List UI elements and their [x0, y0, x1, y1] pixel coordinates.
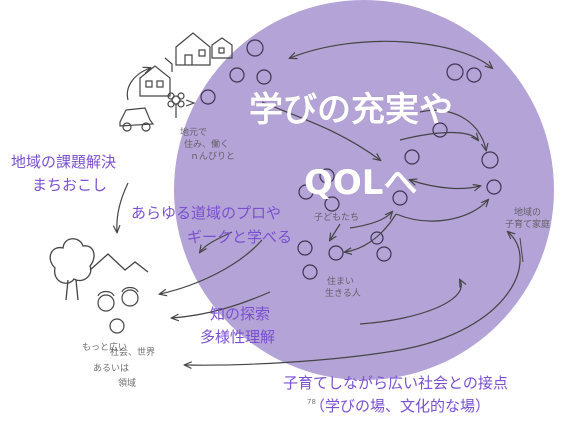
page-number: 78: [307, 398, 316, 406]
note-seniors-1: 住まい: [327, 277, 355, 287]
note-local-family-2: 子育て家庭: [505, 220, 551, 230]
label-knowledge-1: 知の探索: [210, 305, 271, 323]
label-experts-2: ギークと学べる: [187, 228, 293, 246]
note-local-work-1: 地元で: [180, 128, 208, 138]
note-kids: 子どもたち: [314, 213, 360, 223]
note-wider-world-4: 領域: [118, 379, 137, 389]
note-seniors-2: 生きる人: [325, 289, 361, 299]
label-knowledge-2: 多様性理解: [200, 328, 276, 346]
tree-sketch-icon: [49, 238, 149, 301]
house-sketch-icon: [139, 32, 233, 97]
note-wider-world-1: もっと広い: [82, 343, 128, 353]
flower-sketch-icon: [167, 92, 196, 118]
note-local-work-2: 住み、働く: [184, 140, 230, 150]
note-wider-world-3: あるいは: [93, 364, 130, 374]
people-sketch-icon: [97, 286, 139, 334]
label-community-1: 地域の課題解決: [11, 153, 117, 171]
note-wider-world-2: 社会、世界: [110, 348, 156, 358]
label-parenting-1: 子育てしながら広い社会との接点: [283, 374, 508, 392]
connection-arrows: [117, 40, 521, 365]
label-parenting-2: （学びの場、文化的な場）: [310, 397, 491, 415]
note-local-family-1: 地域の: [514, 208, 542, 218]
label-community-2: まちおこし: [32, 176, 108, 194]
car-sketch-icon: [119, 107, 155, 132]
sketch-lines: [519, 237, 524, 263]
title-line-1: 学びの充実や: [249, 90, 453, 130]
label-experts-1: あらゆる道域のプロや: [131, 204, 282, 222]
note-local-work-3: ｎんびりと: [190, 152, 236, 162]
title-line-2: QOLへ: [304, 163, 418, 203]
